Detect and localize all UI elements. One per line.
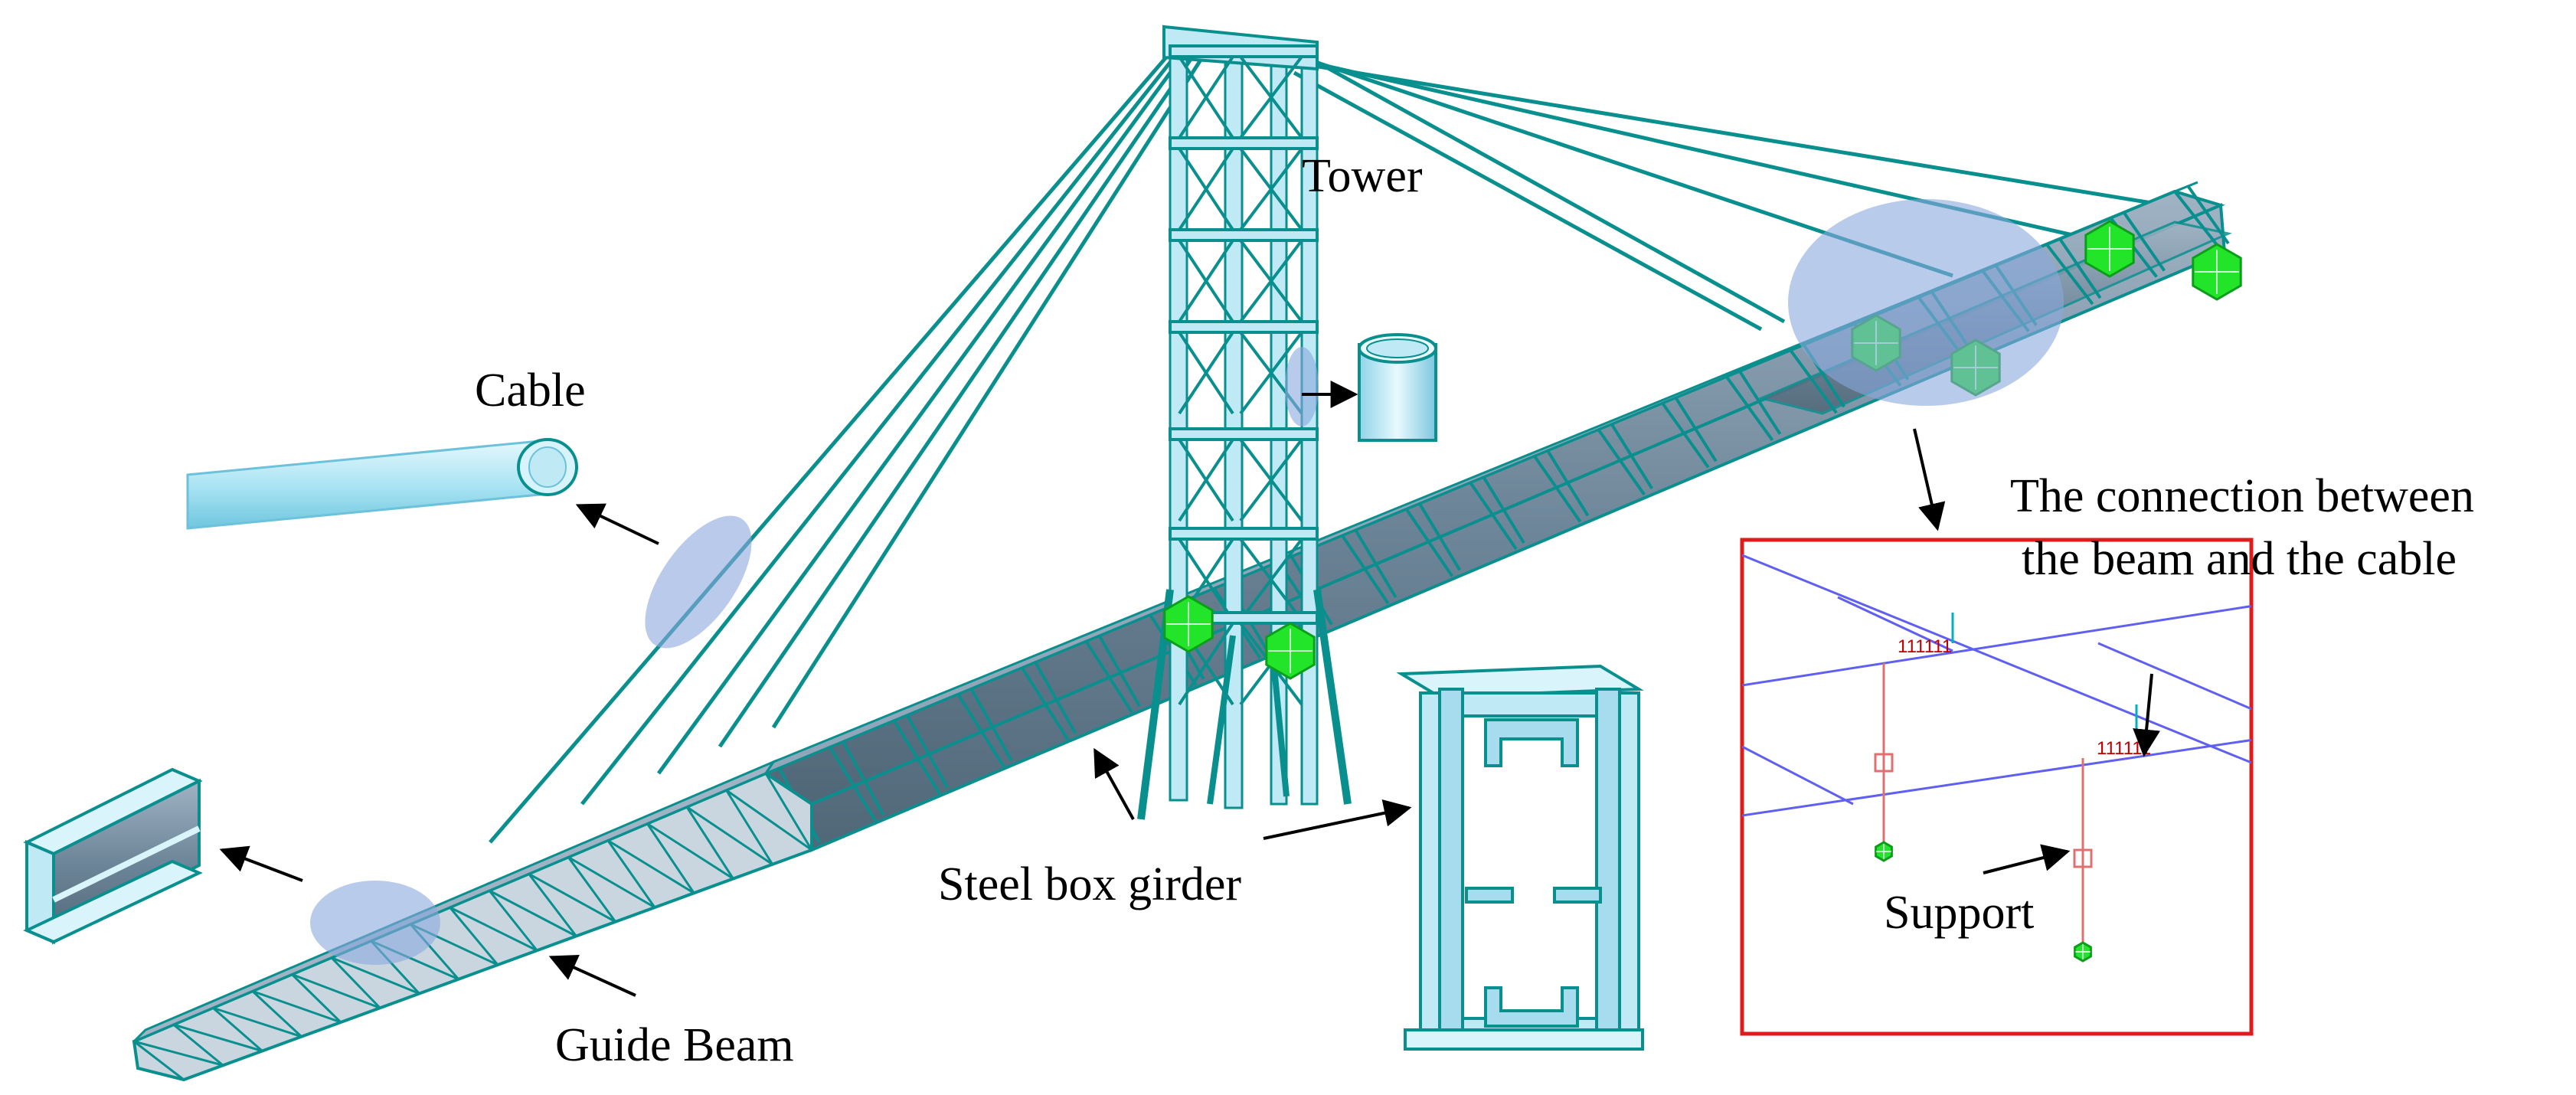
pointer-arrows [219, 381, 2160, 997]
arrow-to-support [1983, 844, 2071, 874]
arrow-to-box-section [1263, 799, 1412, 840]
guide-beam-body [132, 759, 813, 1082]
connection-detail-inset: 111111 111111 [1740, 538, 2254, 1036]
connection-highlight-ellipse [1788, 199, 2064, 406]
arrow-to-inset [1913, 428, 1946, 531]
i-beam-icon [23, 767, 203, 945]
node-tag-b: 111111 [2097, 738, 2151, 759]
guide-beam-highlight-ellipse [310, 881, 440, 965]
cable-section-icon [186, 438, 578, 530]
arrow-to-guide-beam [548, 955, 636, 997]
box-girder-section-icon [1396, 664, 1644, 1051]
guide-beam-label: Guide Beam [555, 1019, 794, 1071]
arrow-to-connection [2133, 673, 2160, 757]
arrow-to-cable-section [575, 503, 659, 545]
cable-highlight-ellipse [645, 515, 752, 649]
support-label: Support [1884, 887, 2034, 939]
highlight-ellipses [310, 199, 2064, 965]
stay-cables [489, 41, 2176, 844]
tower-label: Tower [1302, 150, 1423, 202]
cable-label: Cable [475, 364, 586, 417]
arrow-to-i-beam [219, 845, 303, 882]
cylinder-icon [1358, 333, 1437, 442]
connection-label-line2: the beam and the cable [2022, 533, 2457, 585]
arrow-to-girder [1093, 747, 1135, 820]
tower-leg-highlight-ellipse [1285, 347, 1319, 427]
inset-support-markers [1875, 841, 2092, 963]
tower-structure [1137, 25, 1352, 820]
node-tag-a: 111111 [1898, 636, 1952, 657]
connection-label-line1: The connection between [2010, 470, 2474, 522]
steel-box-girder-label: Steel box girder [938, 858, 1241, 910]
